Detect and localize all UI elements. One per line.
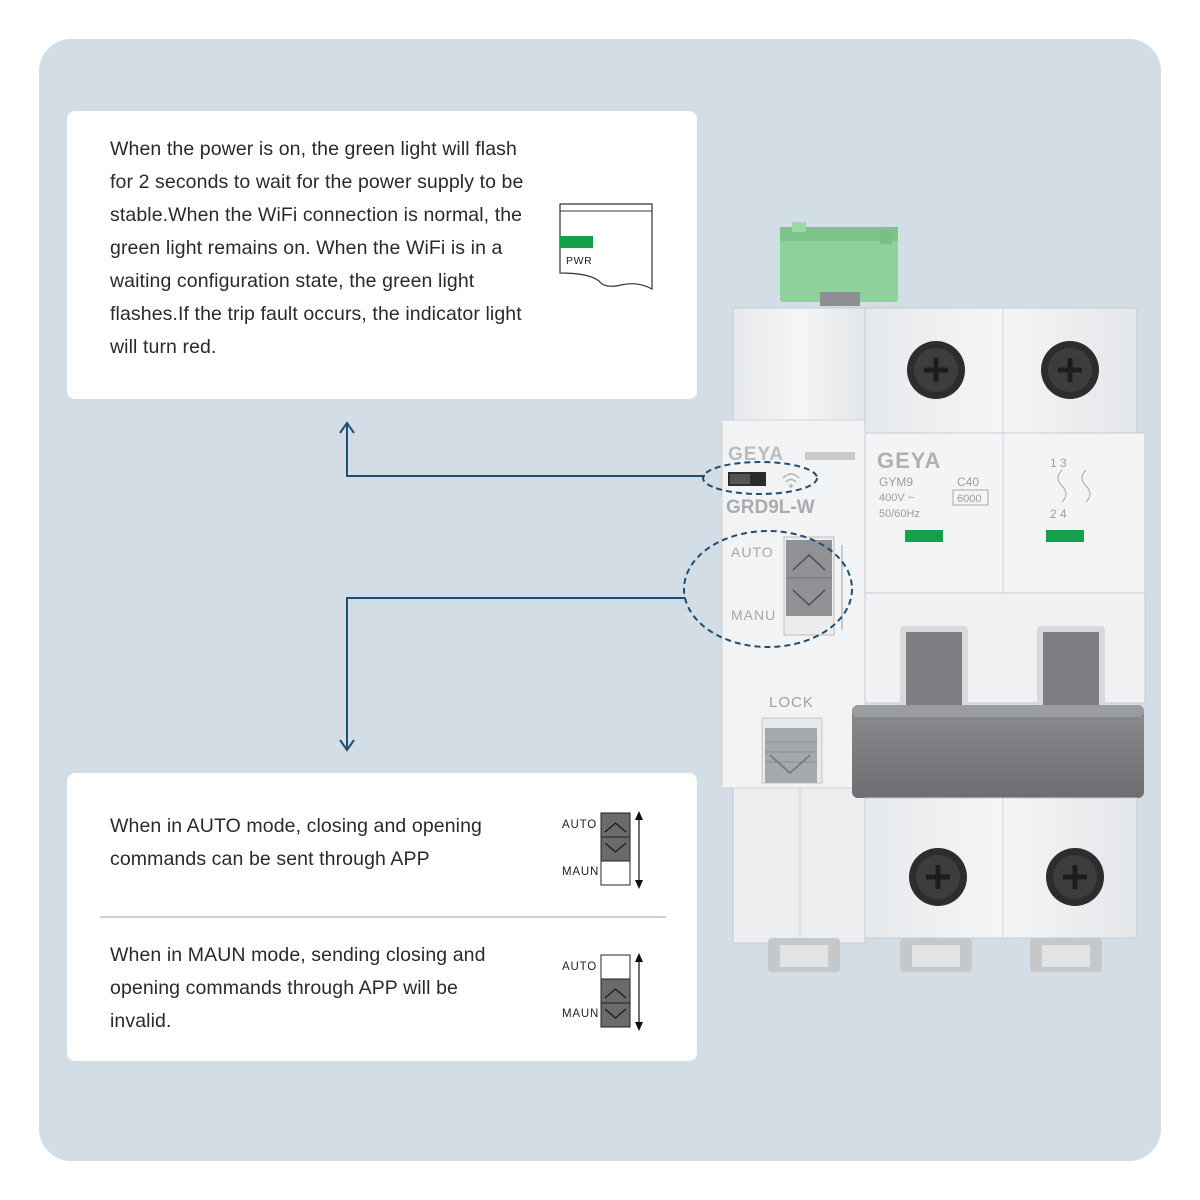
auto-mode-switch-icon: AUTO MAUN — [562, 811, 643, 889]
terminal-bottom-label: 2 4 — [1050, 507, 1067, 521]
breaker-series: GYM9 — [879, 475, 913, 489]
breaker-frequency: 50/60Hz — [879, 508, 920, 520]
device-brand-small: GEYA — [728, 444, 784, 465]
maun-mode-switch-icon: AUTO MAUN — [562, 953, 643, 1031]
terminal-block — [780, 222, 898, 306]
maun-top-label: AUTO — [562, 961, 597, 973]
led-info-card: When the power is on, the green light wi… — [67, 111, 697, 399]
breaker-voltage: 400V ~ — [879, 492, 914, 504]
breaker-rating: C40 — [957, 475, 979, 489]
auto-bottom-label: MAUN — [562, 866, 599, 878]
maun-bottom-label: MAUN — [562, 1008, 599, 1020]
auto-mode-description: When in AUTO mode, closing and opening c… — [110, 815, 482, 870]
pwr-indicator-icon: PWR — [559, 203, 653, 290]
led-description: When the power is on, the green light wi… — [110, 138, 524, 358]
terminal-top-label: 1 3 — [1050, 456, 1067, 470]
device-model: GRD9L-W — [726, 497, 815, 518]
lock-label: LOCK — [769, 694, 814, 711]
switch-manu-label: MANU — [731, 607, 776, 623]
auto-top-label: AUTO — [562, 819, 597, 831]
breaker-capacity: 6000 — [957, 493, 981, 505]
switch-auto-label: AUTO — [731, 544, 774, 560]
maun-mode-description: When in MAUN mode, sending closing and o… — [110, 944, 486, 1032]
card-divider — [100, 916, 666, 918]
pwr-label: PWR — [566, 255, 592, 267]
breaker-module: GEYA GYM9 C40 400V ~ 6000 50/60Hz 1 3 2 … — [768, 307, 1146, 972]
breaker-brand: GEYA — [877, 448, 941, 473]
controller-module: GEYA GRD9L-W AUTO MANU LOCK — [721, 307, 866, 944]
mode-info-card: When in AUTO mode, closing and opening c… — [67, 773, 697, 1061]
callout-lines — [339, 421, 853, 752]
